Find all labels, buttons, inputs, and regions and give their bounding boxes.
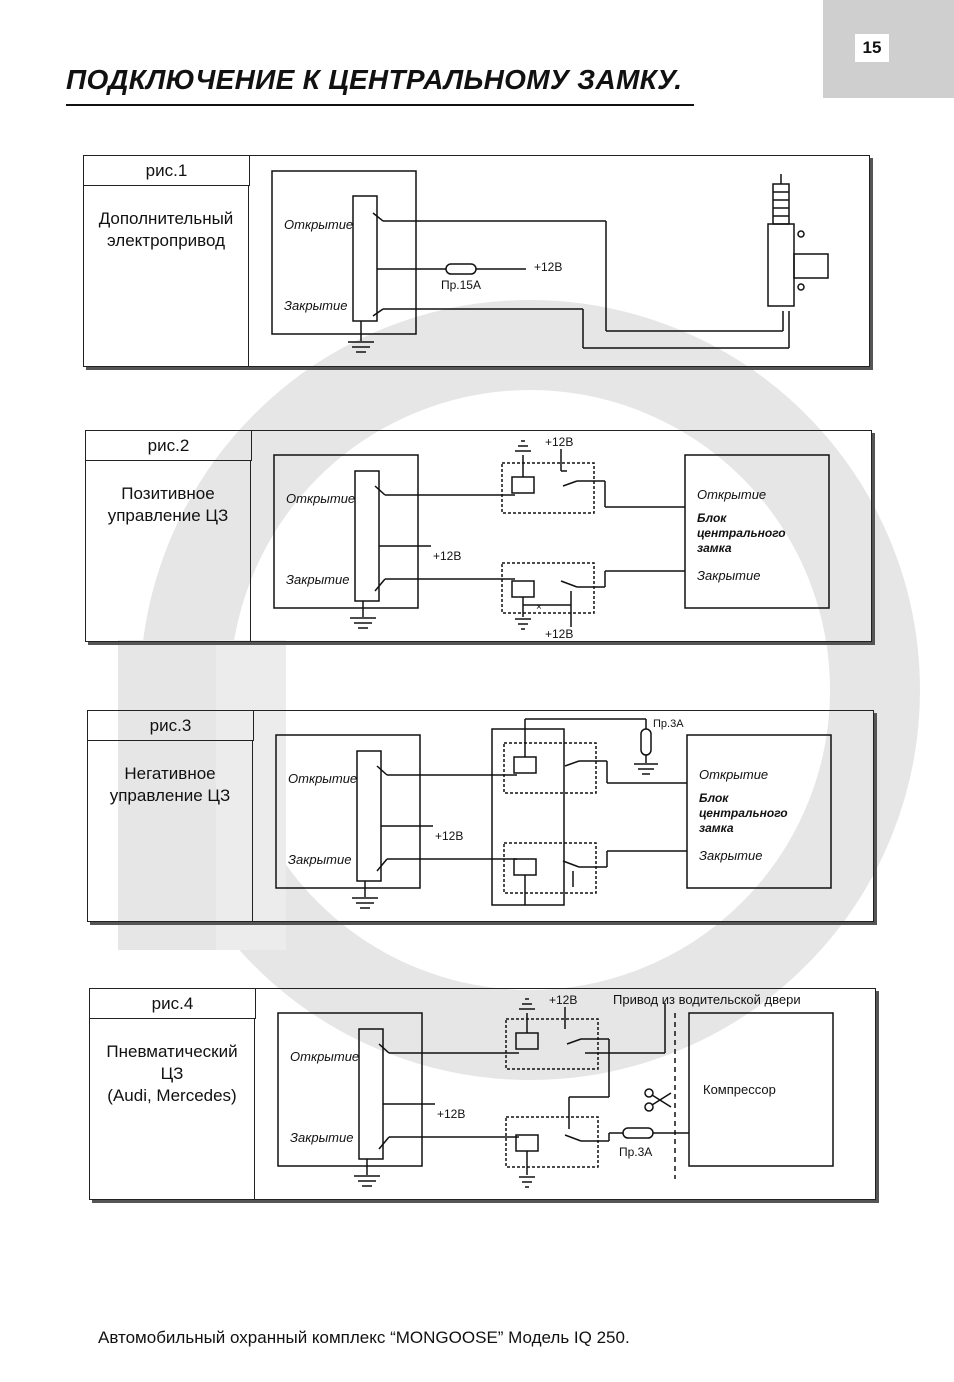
- figure-4-description: Пневматический ЦЗ (Audi, Mercedes): [90, 1019, 255, 1199]
- fig3-fuse-label: Пр.3А: [653, 718, 684, 730]
- title-underline: [66, 104, 694, 106]
- fig1-close-label: Закрытие: [284, 298, 347, 313]
- figure-4-desc-line: (Audi, Mercedes): [107, 1086, 237, 1105]
- figure-4-label: рис.4: [90, 989, 256, 1019]
- fig2-plus12-label: +12В: [433, 549, 461, 563]
- figure-3-description: Негативное управление ЦЗ: [88, 741, 253, 921]
- fig4-plus12-label: +12В: [437, 1107, 465, 1121]
- fig2-open-label: Открытие: [286, 491, 355, 506]
- fig3-block-name-1: Блок: [699, 791, 729, 805]
- fig3-plus12-label: +12В: [435, 829, 463, 843]
- fig2-close-label: Закрытие: [286, 572, 349, 587]
- fig1-open-label: Открытие: [284, 217, 353, 232]
- page-number: 15: [855, 34, 889, 62]
- figure-3-label: рис.3: [88, 711, 254, 741]
- figure-2-desc-line: управление ЦЗ: [107, 506, 229, 525]
- figure-2: рис.2 Позитивное управление ЦЗ: [85, 430, 872, 642]
- fig2-block-name-3: замка: [697, 541, 732, 555]
- fig2-block-close: Закрытие: [697, 568, 760, 583]
- figure-4-desc-line: ЦЗ: [160, 1064, 184, 1083]
- figure-3-desc-line: Негативное: [124, 764, 216, 783]
- figure-1: рис.1 Дополнительный электропривод: [83, 155, 870, 367]
- figure-3-diagram: Пр.3А Открытие Закрытие +12В Открытие Бл…: [275, 718, 832, 909]
- figure-1-desc-line: Дополнительный: [98, 209, 234, 228]
- fig4-driver-door-label: Привод из водительской двери: [613, 992, 801, 1007]
- fig2-block-name-1: Блок: [697, 511, 727, 525]
- fig4-compressor-label: Компрессор: [703, 1082, 776, 1097]
- figure-2-label: рис.2: [86, 431, 252, 461]
- fig2-plus12-bottom: +12В: [545, 627, 573, 641]
- figure-2-desc-line: Позитивное: [121, 484, 215, 503]
- fig2-plus12-top: +12В: [545, 435, 573, 449]
- figure-4-diagram: Открытие Закрытие +12В +12В Привод из во…: [277, 992, 834, 1188]
- figure-1-desc-line: электропривод: [107, 231, 225, 250]
- page-title: ПОДКЛЮЧЕНИЕ К ЦЕНТРАЛЬНОМУ ЗАМКУ.: [66, 64, 683, 95]
- figure-1-description: Дополнительный электропривод: [84, 186, 249, 366]
- fig4-plus12-top: +12В: [549, 993, 577, 1007]
- figure-1-label: рис.1: [84, 156, 250, 186]
- figure-4-desc-line: Пневматический: [106, 1042, 238, 1061]
- figure-3-desc-line: управление ЦЗ: [109, 786, 231, 805]
- fig3-block-name-3: замка: [699, 821, 734, 835]
- figure-1-diagram: Открытие Закрытие +12В Пр.15А: [271, 170, 829, 353]
- fig4-close-label: Закрытие: [290, 1130, 353, 1145]
- fig1-plus12-label: +12В: [534, 260, 562, 274]
- fig2-block-name-2: центрального: [697, 526, 786, 540]
- fig4-fuse-label: Пр.3А: [619, 1145, 652, 1159]
- fig4-open-label: Открытие: [290, 1049, 359, 1064]
- footer-text: Автомобильный охранный комплекс “MONGOOS…: [98, 1328, 630, 1347]
- fig3-open-label: Открытие: [288, 771, 357, 786]
- fig2-block-open: Открытие: [697, 487, 766, 502]
- fig2-cross-mark: ×: [536, 602, 542, 613]
- fig3-close-label: Закрытие: [288, 852, 351, 867]
- figure-4: рис.4 Пневматический ЦЗ (Audi, Mercedes): [89, 988, 876, 1200]
- figure-3: рис.3 Негативное управление ЦЗ: [87, 710, 874, 922]
- figure-2-description: Позитивное управление ЦЗ: [86, 461, 251, 641]
- fig3-block-close: Закрытие: [699, 848, 762, 863]
- fig3-block-open: Открытие: [699, 767, 768, 782]
- fig3-block-name-2: центрального: [699, 806, 788, 820]
- figure-2-diagram: × Открытие Закрытие +12В +12В +12В Откры…: [273, 435, 830, 641]
- fig1-fuse-label: Пр.15А: [441, 278, 481, 292]
